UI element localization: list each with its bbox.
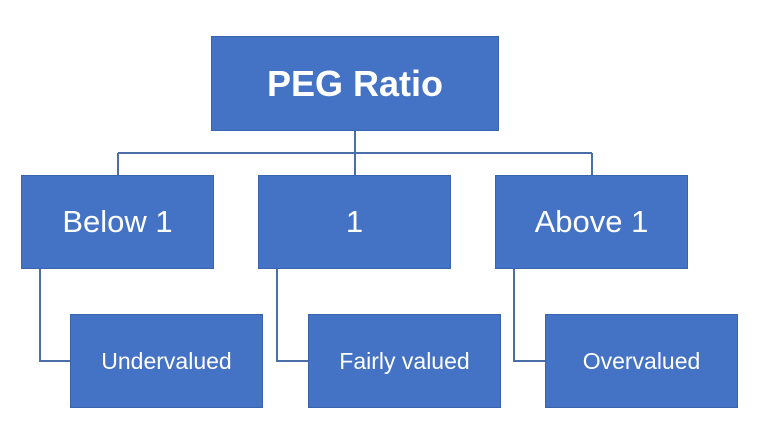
- branch-node-label: Above 1: [534, 204, 649, 239]
- root-node-peg-ratio: PEG Ratio: [211, 36, 499, 131]
- root-node-label: PEG Ratio: [266, 62, 444, 104]
- branch-node-label: 1: [345, 204, 364, 239]
- branch-node-above-1: Above 1: [495, 175, 688, 269]
- outcome-node-overvalued: Overvalued: [545, 314, 738, 408]
- elbow-connector-3: [513, 269, 545, 362]
- outcome-node-label: Undervalued: [101, 347, 232, 374]
- elbow-connector-2: [276, 269, 308, 362]
- outcome-node-label: Overvalued: [582, 347, 701, 374]
- outcome-node-label: Fairly valued: [339, 347, 470, 374]
- elbow-connector-1: [39, 269, 70, 362]
- branch-node-label: Below 1: [62, 204, 173, 239]
- outcome-node-fairly-valued: Fairly valued: [308, 314, 501, 408]
- outcome-node-undervalued: Undervalued: [70, 314, 263, 408]
- branch-node-below-1: Below 1: [21, 175, 214, 269]
- branch-node-equal-1: 1: [258, 175, 451, 269]
